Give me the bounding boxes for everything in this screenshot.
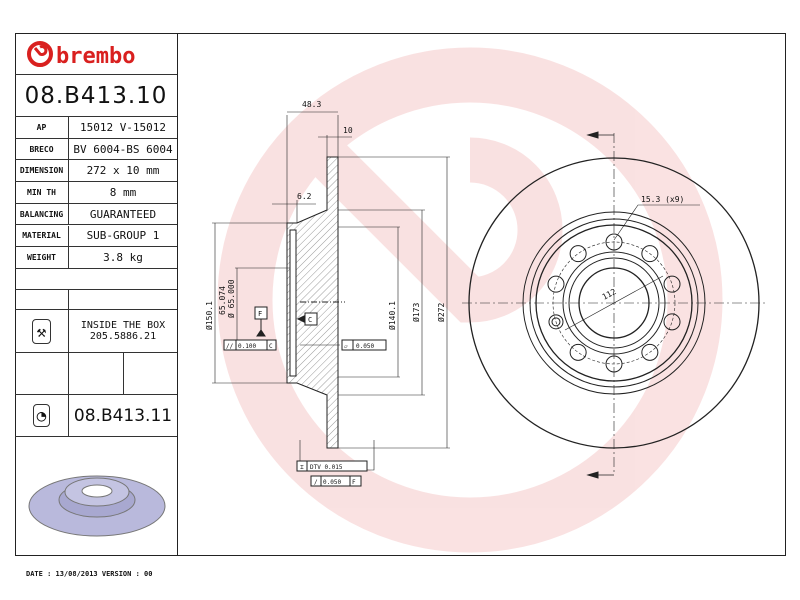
bolt-hole bbox=[641, 245, 659, 263]
spec-label: BALANCING bbox=[15, 203, 69, 225]
front-view bbox=[462, 131, 768, 479]
parallel-ref: C bbox=[269, 343, 273, 350]
spec-row: MATERIAL SUB-GROUP 1 bbox=[15, 225, 177, 248]
inside-box-part: 205.5886.21 bbox=[89, 331, 157, 342]
locating-hole-ring bbox=[548, 314, 564, 330]
spec-value: 272 x 10 mm bbox=[86, 164, 160, 178]
bolt-hole bbox=[547, 275, 565, 293]
runout-ref: F bbox=[352, 479, 356, 486]
hole-label: 15.3 (x9) bbox=[641, 195, 684, 204]
bolt-hole bbox=[663, 275, 681, 293]
pcd-label: 112 bbox=[601, 287, 618, 302]
bolt-hole bbox=[641, 343, 659, 361]
bolt-holes bbox=[547, 233, 681, 373]
svg-text:/: / bbox=[314, 479, 318, 486]
spec-row: DIMENSION 272 x 10 mm bbox=[15, 160, 177, 183]
dim-bore-min: Ø 65.000 bbox=[226, 279, 236, 318]
spec-row: WEIGHT 3.8 kg bbox=[15, 247, 177, 269]
parallel-tolerance: 0.100 bbox=[238, 343, 256, 350]
svg-text:brembo: brembo bbox=[56, 44, 135, 69]
spec-value: 3.8 kg bbox=[103, 251, 143, 265]
svg-text:⌶: ⌶ bbox=[300, 464, 304, 471]
spec-value: SUB-GROUP 1 bbox=[86, 229, 160, 243]
brembo-logo: brembo bbox=[27, 40, 135, 69]
dim-thickness: 10 bbox=[343, 126, 353, 135]
bolt-hole bbox=[663, 313, 681, 331]
spec-label: MATERIAL bbox=[15, 225, 69, 247]
dim-outer-diameter: Ø272 bbox=[436, 303, 446, 322]
side-section-view bbox=[212, 111, 450, 487]
svg-text://: // bbox=[226, 343, 234, 350]
inside-box-label: INSIDE THE BOX bbox=[80, 320, 166, 331]
spec-row: BRECO BV 6004-BS 6004 bbox=[15, 138, 177, 161]
runout-tolerance: 0.050 bbox=[323, 479, 341, 486]
side-view-labels: 48.3 10 6.2 Ø272 Ø173 Ø140.1 Ø150.1 65.0… bbox=[204, 100, 446, 486]
dim-140: Ø140.1 bbox=[387, 301, 397, 330]
inside-box-row: ⚒ INSIDE THE BOX 205.5886.21 bbox=[15, 310, 177, 353]
spec-label: MIN TH bbox=[15, 182, 69, 203]
datum-c: C bbox=[308, 316, 312, 324]
screw-icon: ⚒ bbox=[15, 310, 69, 352]
dtv-tolerance: DTV 0.015 bbox=[310, 464, 343, 471]
locating-hole bbox=[551, 317, 561, 327]
spec-value: 8 mm bbox=[109, 185, 137, 199]
datum-f: F bbox=[258, 310, 262, 318]
spec-value: BV 6004-BS 6004 bbox=[73, 142, 173, 156]
dim-hat-thickness: 6.2 bbox=[297, 192, 312, 201]
spec-row: MIN TH 8 mm bbox=[15, 182, 177, 204]
dim-width: 48.3 bbox=[302, 100, 321, 109]
spec-row: AP 15012 V-15012 bbox=[15, 117, 177, 139]
dim-150: Ø150.1 bbox=[204, 301, 214, 330]
part-number: 08.B413.10 bbox=[15, 75, 177, 117]
spec-row: BALANCING GUARANTEED bbox=[15, 203, 177, 226]
dim-173: Ø173 bbox=[411, 303, 421, 322]
alt-part-number: 08.B413.11 bbox=[73, 405, 173, 426]
spec-value: 15012 V-15012 bbox=[79, 120, 167, 134]
svg-text:▱: ▱ bbox=[344, 343, 348, 350]
spec-label: DIMENSION bbox=[15, 160, 69, 182]
spec-value: GUARANTEED bbox=[89, 207, 157, 221]
spec-label: AP bbox=[15, 117, 69, 138]
alt-part-row: ◔ 08.B413.11 bbox=[15, 395, 177, 437]
brand-logo: brembo bbox=[15, 33, 177, 75]
disc-with-bearing-icon: ◔ bbox=[15, 395, 69, 436]
dim-bore-max: 65.074 bbox=[218, 286, 227, 315]
spec-label: BRECO bbox=[15, 138, 69, 160]
spec-label: WEIGHT bbox=[15, 247, 69, 268]
disc-3d-image bbox=[28, 475, 166, 537]
date-version: DATE : 13/08/2013 VERSION : 00 bbox=[26, 570, 153, 578]
bolt-hole bbox=[569, 343, 587, 361]
drawing-frame bbox=[15, 33, 786, 556]
brembo-watermark bbox=[217, 47, 723, 553]
flatness-tolerance: 0.050 bbox=[356, 343, 374, 350]
bolt-hole bbox=[569, 245, 587, 263]
